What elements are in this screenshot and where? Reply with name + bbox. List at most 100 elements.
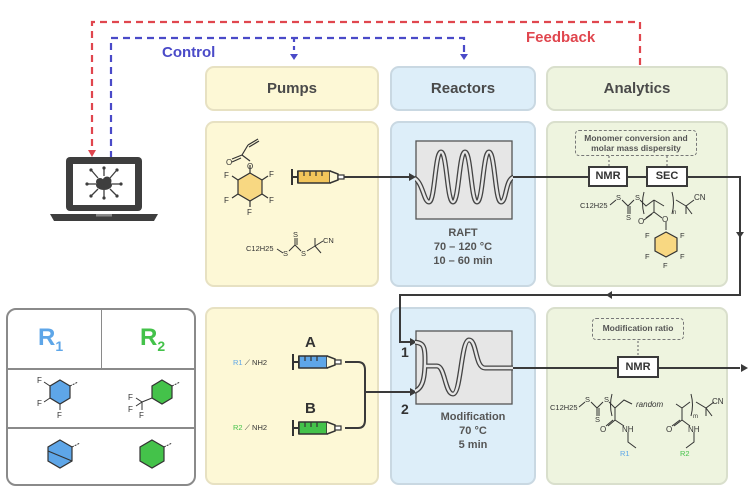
svg-text:S: S xyxy=(595,415,600,424)
cloud-network-icon xyxy=(85,166,123,200)
pfpa-monomer-structure: O O F F F F F xyxy=(224,138,274,217)
svg-text:F: F xyxy=(37,376,42,385)
nmr-instrument-2[interactable]: NMR xyxy=(617,356,659,378)
amine-r2-label: R2 ⟋ NH2 xyxy=(233,423,268,432)
svg-text:n: n xyxy=(673,210,676,216)
control-arrow-reactors xyxy=(460,54,468,60)
svg-text:F: F xyxy=(128,405,133,414)
reactor-time: 5 min xyxy=(458,439,488,451)
svg-text:S: S xyxy=(616,193,621,202)
syringe-b-label: B xyxy=(305,400,316,417)
reactors-title: Reactors xyxy=(430,80,496,97)
svg-text:S: S xyxy=(301,249,306,258)
syringe-a-icon[interactable] xyxy=(291,351,351,373)
bicyclic-structure xyxy=(47,439,81,469)
reactor-time: 10 – 60 min xyxy=(433,255,493,267)
flow-arrow xyxy=(410,338,417,346)
raft-reactor-conditions: RAFT 70 – 120 °C 10 – 60 min xyxy=(390,226,536,268)
flow-arrow xyxy=(409,173,416,181)
reactor-temperature: 70 °C xyxy=(459,425,487,437)
control-arrow-pumps xyxy=(290,54,298,60)
svg-text:R2: R2 xyxy=(680,449,690,458)
svg-text:CN: CN xyxy=(323,236,334,245)
svg-text:S: S xyxy=(283,249,288,258)
svg-text:NH: NH xyxy=(622,425,634,434)
syringe-monomer-icon[interactable] xyxy=(290,166,360,188)
legend-header-r1: R1 xyxy=(38,324,64,354)
stage2-pumps-panel xyxy=(205,307,379,485)
pumps-title: Pumps xyxy=(266,80,317,97)
svg-text:NH: NH xyxy=(688,425,700,434)
flow-arrow xyxy=(606,291,612,299)
svg-text:C12H25: C12H25 xyxy=(580,201,608,210)
svg-text:random: random xyxy=(636,400,663,409)
stage1-pumps-panel xyxy=(205,121,379,287)
amine-r1-label: R1 ⟋ NH2 xyxy=(233,358,268,367)
syringe-b-icon[interactable] xyxy=(291,417,351,439)
analytics-header: Analytics xyxy=(546,66,728,111)
flow-arrow xyxy=(410,388,417,396)
phenyl-structure xyxy=(139,439,173,469)
svg-text:S: S xyxy=(293,230,298,239)
modification-reactor-chip-icon xyxy=(415,330,513,405)
flow-arrow xyxy=(736,232,744,238)
svg-text:C12H25: C12H25 xyxy=(550,403,578,412)
svg-text:F: F xyxy=(645,231,650,240)
svg-text:S: S xyxy=(604,395,609,404)
inlet-1-label: 1 xyxy=(401,344,409,360)
svg-text:F: F xyxy=(57,411,62,420)
raft-reactor-chip-icon xyxy=(415,140,513,220)
nmr-instrument[interactable]: NMR xyxy=(588,166,628,187)
svg-text:S: S xyxy=(585,395,590,404)
analytics-title: Analytics xyxy=(603,80,671,97)
svg-text:F: F xyxy=(247,208,252,217)
svg-text:F: F xyxy=(645,252,650,261)
svg-text:F: F xyxy=(224,196,229,205)
modification-reactor-conditions: Modification 70 °C 5 min xyxy=(410,410,536,452)
syringe-a-label: A xyxy=(305,334,316,351)
stage2-analytics-panel xyxy=(546,307,728,485)
svg-text:F: F xyxy=(37,399,42,408)
svg-text:F: F xyxy=(139,411,144,420)
svg-text:R1: R1 xyxy=(620,449,630,458)
atom-o: O xyxy=(247,162,253,171)
feedback-label: Feedback xyxy=(526,29,596,46)
reactor-name: Modification xyxy=(440,411,506,423)
stage1-analytics-note: Monomer conversion and molar mass disper… xyxy=(575,130,697,156)
laptop-cloud-network-icon xyxy=(50,157,158,221)
feedback-arrow-head xyxy=(88,150,96,157)
reactor-name: RAFT xyxy=(448,227,478,239)
trifluoromethylphenyl-structure: FFF xyxy=(128,379,181,420)
svg-text:CN: CN xyxy=(712,397,724,406)
inlet-2-label: 2 xyxy=(401,401,409,417)
control-loop-line xyxy=(109,36,466,158)
svg-text:O: O xyxy=(662,215,668,224)
svg-text:CN: CN xyxy=(694,193,706,202)
atom-o: O xyxy=(226,158,232,167)
stage2-analytics-note: Modification ratio xyxy=(592,318,684,340)
sec-instrument[interactable]: SEC xyxy=(646,166,688,187)
svg-text:S: S xyxy=(626,213,631,222)
svg-text:C12H25: C12H25 xyxy=(246,244,274,253)
reactor-temperature: 70 – 120 °C xyxy=(433,241,493,253)
legend-header-r2: R2 xyxy=(140,324,166,354)
svg-text:F: F xyxy=(680,252,685,261)
cta-structure: C12H25 S S S CN xyxy=(246,230,334,258)
trifluorophenyl-structure: F F F xyxy=(37,376,79,420)
svg-text:F: F xyxy=(128,393,133,402)
svg-text:O: O xyxy=(666,425,672,434)
svg-text:S: S xyxy=(635,193,640,202)
reactors-header: Reactors xyxy=(390,66,536,111)
pumps-header: Pumps xyxy=(205,66,379,111)
modified-polymer-structure: C12H25 S S S random O NH O NH R1 R2 m CN xyxy=(550,393,724,458)
flow-arrow xyxy=(741,364,748,372)
svg-text:F: F xyxy=(224,171,229,180)
feedback-loop-line xyxy=(90,20,642,150)
control-label: Control xyxy=(162,44,216,61)
svg-text:m: m xyxy=(693,414,698,420)
svg-text:O: O xyxy=(600,425,606,434)
stage1-analytics-panel xyxy=(546,121,728,287)
